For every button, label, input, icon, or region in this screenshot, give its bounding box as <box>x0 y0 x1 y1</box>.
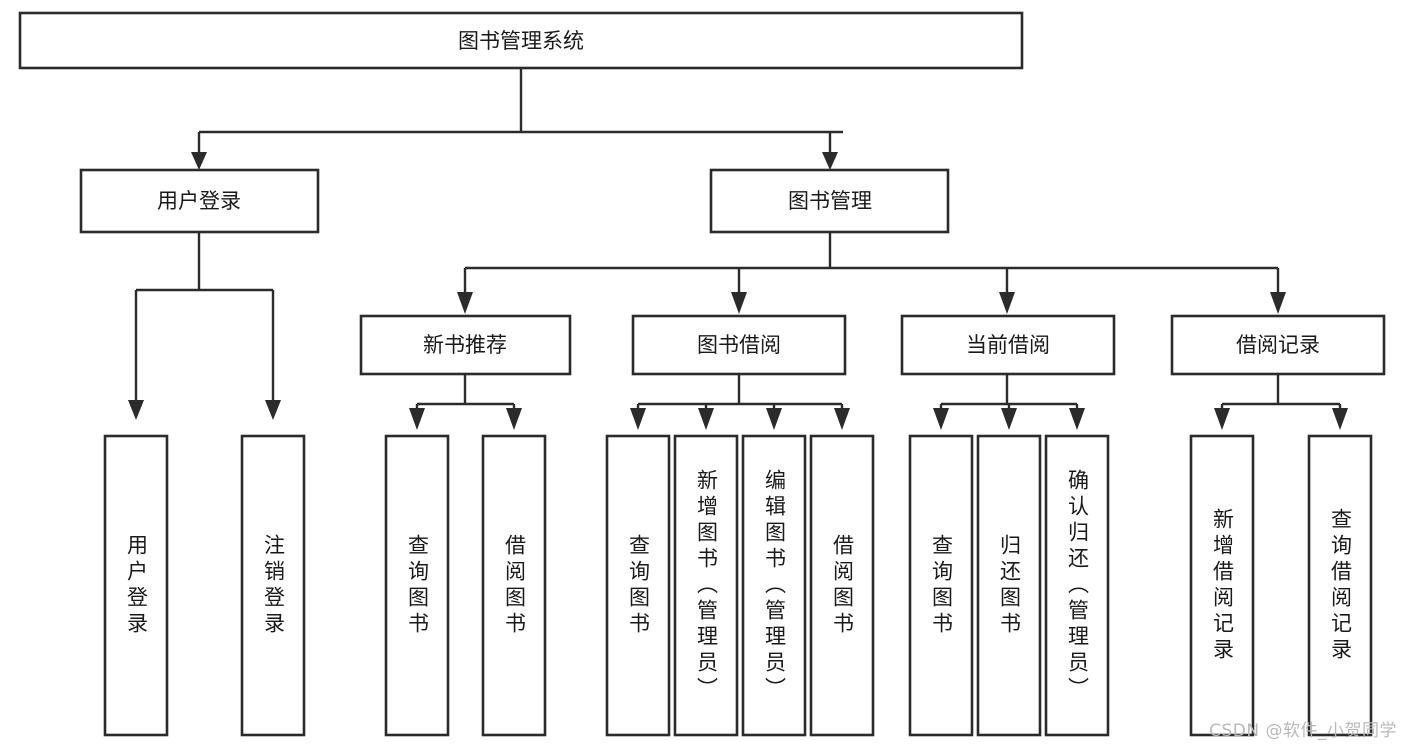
leaf-box-new-book-0[interactable] <box>384 434 450 737</box>
arrow-head-icon <box>191 152 207 170</box>
leaf-box-user-login-0[interactable] <box>103 434 169 737</box>
leaf-box-current-borrow-2[interactable] <box>1044 434 1110 737</box>
node-root-label: 图书管理系统 <box>458 29 584 53</box>
leaf-box-borrow-record-0[interactable] <box>1189 434 1255 737</box>
node-book-borrow[interactable]: 图书借阅 <box>631 314 847 376</box>
leaf-boxes-book-borrow <box>605 434 875 737</box>
arrow-head-icon <box>834 408 850 430</box>
leaf-box-book-borrow-1[interactable] <box>673 434 739 737</box>
node-user-login[interactable]: 用户登录 <box>79 168 320 234</box>
connector-book-mgmt-to-level3 <box>457 232 1286 314</box>
arrow-head-icon <box>698 408 714 430</box>
leaf-box-current-borrow-1[interactable] <box>976 434 1042 737</box>
arrow-head-icon <box>1270 292 1286 314</box>
arrow-head-icon <box>1332 408 1348 430</box>
watermark: CSDN @软件_小贺同学 <box>1209 721 1397 741</box>
arrow-head-icon <box>999 292 1015 314</box>
node-root[interactable]: 图书管理系统 <box>18 11 1024 70</box>
node-borrow-record-label: 借阅记录 <box>1236 333 1320 357</box>
node-book-borrow-label: 图书借阅 <box>697 333 781 357</box>
leaf-box-book-borrow-3[interactable] <box>809 434 875 737</box>
arrow-head-icon <box>506 408 522 430</box>
node-user-login-label: 用户登录 <box>157 189 241 213</box>
arrow-head-icon <box>630 408 646 430</box>
connector-new-book-to-leaves <box>409 374 522 430</box>
leaf-box-book-borrow-0[interactable] <box>605 434 671 737</box>
node-borrow-record[interactable]: 借阅记录 <box>1170 314 1386 376</box>
leaf-box-user-login-1[interactable] <box>240 434 306 737</box>
leaf-box-book-borrow-2[interactable] <box>741 434 807 737</box>
connector-user-login-to-leaves <box>128 232 281 420</box>
node-current-borrow[interactable]: 当前借阅 <box>900 314 1116 376</box>
node-new-book-recommend[interactable]: 新书推荐 <box>359 314 572 376</box>
node-book-management[interactable]: 图书管理 <box>709 168 950 234</box>
leaf-boxes-user-login <box>103 434 306 737</box>
arrow-head-icon <box>265 400 281 420</box>
arrow-head-icon <box>933 408 949 430</box>
connector-current-borrow-to-leaves <box>933 374 1085 430</box>
arrow-head-icon <box>731 292 747 314</box>
arrow-head-icon <box>1069 408 1085 430</box>
connector-borrow-record-to-leaves <box>1214 374 1348 430</box>
leaf-boxes-new-book-recommend <box>384 434 547 737</box>
arrow-head-icon <box>457 292 473 314</box>
leaf-box-new-book-1[interactable] <box>481 434 547 737</box>
arrow-head-icon <box>128 400 144 420</box>
node-book-management-label: 图书管理 <box>788 189 872 213</box>
arrow-head-icon <box>409 408 425 430</box>
arrow-head-icon <box>1001 408 1017 430</box>
leaf-boxes-current-borrow <box>908 434 1110 737</box>
arrow-head-icon <box>1214 408 1230 430</box>
node-current-borrow-label: 当前借阅 <box>966 333 1050 357</box>
leaf-box-borrow-record-1[interactable] <box>1307 434 1373 737</box>
arrow-head-icon <box>822 152 838 170</box>
connector-book-borrow-to-leaves <box>630 374 850 430</box>
node-new-book-recommend-label: 新书推荐 <box>423 333 507 357</box>
leaf-boxes-borrow-record <box>1189 434 1373 737</box>
leaf-box-current-borrow-0[interactable] <box>908 434 974 737</box>
connector-root-to-level2 <box>191 68 843 170</box>
arrow-head-icon <box>766 408 782 430</box>
